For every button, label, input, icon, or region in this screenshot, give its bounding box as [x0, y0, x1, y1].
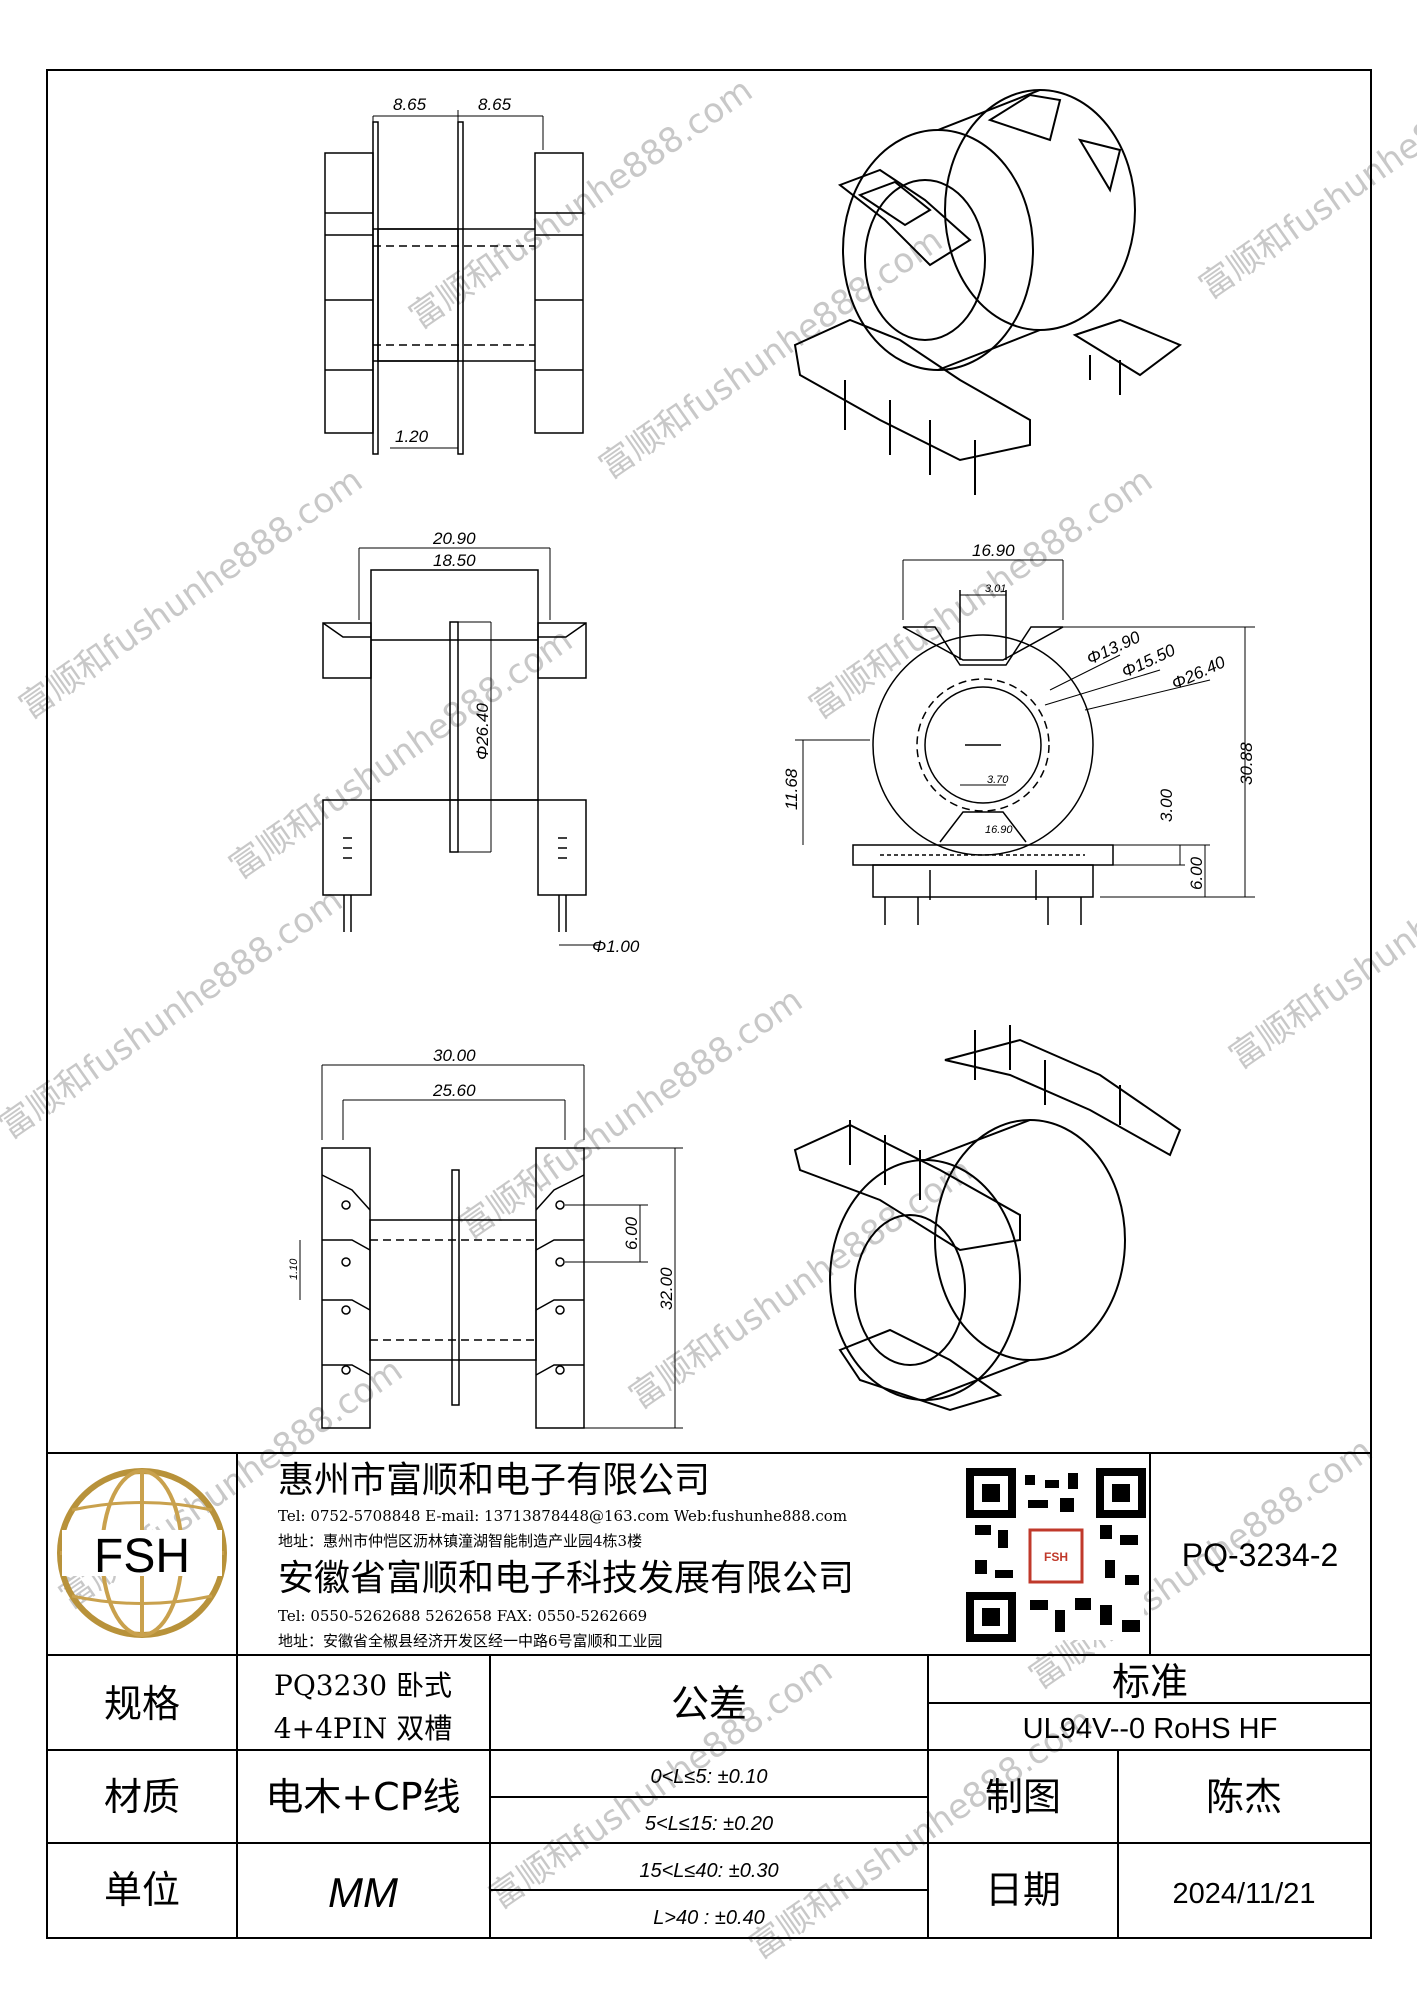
company1-name: 惠州市富顺和电子有限公司: [278, 1460, 710, 1501]
unit-value: MM: [328, 1869, 398, 1916]
spec-line2: 4+4PIN 双槽: [274, 1712, 452, 1745]
tolerance-row-1: 0<L≤5: ±0.10: [650, 1766, 767, 1788]
company-logo: FSH: [57, 1468, 227, 1638]
watermark-text: 富顺和fushunhe888.com: [452, 980, 810, 1247]
date-value: 2024/11/21: [1173, 1878, 1316, 1910]
dim-top-pin-diameter: Φ1.00: [592, 937, 640, 956]
watermark-layer: 富顺和fushunhe888.com 富顺和fushunhe888.com 富顺…: [0, 40, 1417, 1967]
dim-front-height: 11.68: [782, 768, 801, 810]
company2-address: 地址：安徽省全椒县经济开发区经一中路6号富顺和工业园: [278, 1632, 663, 1650]
dim-front-width: 16.90: [972, 541, 1015, 560]
qr-code: FSH: [966, 1468, 1146, 1642]
drawn-label: 制图: [985, 1775, 1061, 1819]
standard-label: 标准: [1112, 1660, 1188, 1704]
dim-side-right-width: 8.65: [478, 95, 512, 114]
side-view: [324, 110, 584, 455]
dim-bottom-overall-length: 30.00: [433, 1046, 476, 1065]
company1-address: 地址：惠州市仲恺区沥林镇潼湖智能制造产业园4栋3楼: [278, 1532, 642, 1550]
sheet-border: [46, 69, 1372, 1939]
company2-contact: Tel: 0550-5262688 5262658 FAX: 0550-5262…: [278, 1607, 647, 1625]
dim-side-flange-thickness: 1.20: [395, 427, 429, 446]
material-value: 电木+CP线: [265, 1775, 460, 1819]
watermark-text: 富顺和fushunhe888.com: [402, 70, 760, 337]
tolerance-label: 公差: [671, 1682, 747, 1726]
title-block-grid: [47, 1452, 1371, 1938]
dim-bottom-pin-offset: 1.10: [288, 1258, 300, 1280]
top-view: [322, 547, 600, 946]
material-label: 材质: [104, 1775, 180, 1819]
iso-view-bottom: [793, 1025, 1182, 1412]
dim-front-base-step: 3.00: [1157, 788, 1176, 822]
watermark-text: 富顺和fushunhe888.com: [1192, 40, 1417, 307]
tolerance-row-2: 5<L≤15: ±0.20: [645, 1813, 773, 1835]
tolerance-row-4: L>40 : ±0.40: [653, 1907, 765, 1929]
part-number: PQ-3234-2: [1182, 1537, 1339, 1573]
iso-view-top: [793, 89, 1182, 495]
company2-name: 安徽省富顺和电子科技发展有限公司: [278, 1558, 854, 1599]
dim-top-inner-width: 18.50: [433, 551, 476, 570]
dim-front-base-height: 6.00: [1187, 856, 1206, 890]
watermark-text: 富顺和fushunhe888.com: [12, 460, 370, 727]
dim-bottom-total: 32.00: [657, 1267, 676, 1310]
watermark-text: 富顺和fushunhe888.com: [1222, 810, 1417, 1077]
dim-bottom-inner-length: 25.60: [432, 1081, 476, 1100]
company1-contact: Tel: 0752-5708848 E-mail: 13713878448@16…: [278, 1507, 847, 1525]
standard-value: UL94V--0 RoHS HF: [1023, 1713, 1278, 1745]
tolerance-row-3: 15<L≤40: ±0.30: [639, 1860, 778, 1882]
bottom-view: [299, 1064, 683, 1429]
spec-line1: PQ3230 卧式: [274, 1669, 452, 1702]
date-label: 日期: [985, 1868, 1061, 1912]
qr-badge-text: FSH: [1044, 1550, 1068, 1564]
dim-top-overall-width: 20.90: [432, 529, 476, 548]
watermark-text: 富顺和fushunhe888.com: [0, 880, 350, 1147]
dim-bottom-pitch: 6.00: [622, 1216, 641, 1250]
dim-front-d-outer: Φ26.40: [1169, 652, 1229, 693]
dim-front-slot-top: 3.01: [985, 583, 1006, 595]
spec-label: 规格: [104, 1682, 180, 1726]
front-view: [795, 559, 1255, 925]
dim-top-core-diameter: Φ26.40: [473, 703, 492, 760]
watermark-text: 富顺和fushunhe888.com: [222, 620, 580, 887]
watermark-text: 富顺和fushunhe888.com: [592, 220, 950, 487]
drawn-value: 陈杰: [1206, 1775, 1282, 1819]
dim-front-total-height: 30.88: [1237, 742, 1256, 785]
dim-side-left-width: 8.65: [393, 95, 427, 114]
unit-label: 单位: [104, 1868, 180, 1912]
dim-front-base-inner: 16.90: [985, 824, 1013, 836]
logo-text: FSH: [94, 1530, 190, 1583]
dim-front-slot-bottom: 3.70: [987, 774, 1009, 786]
